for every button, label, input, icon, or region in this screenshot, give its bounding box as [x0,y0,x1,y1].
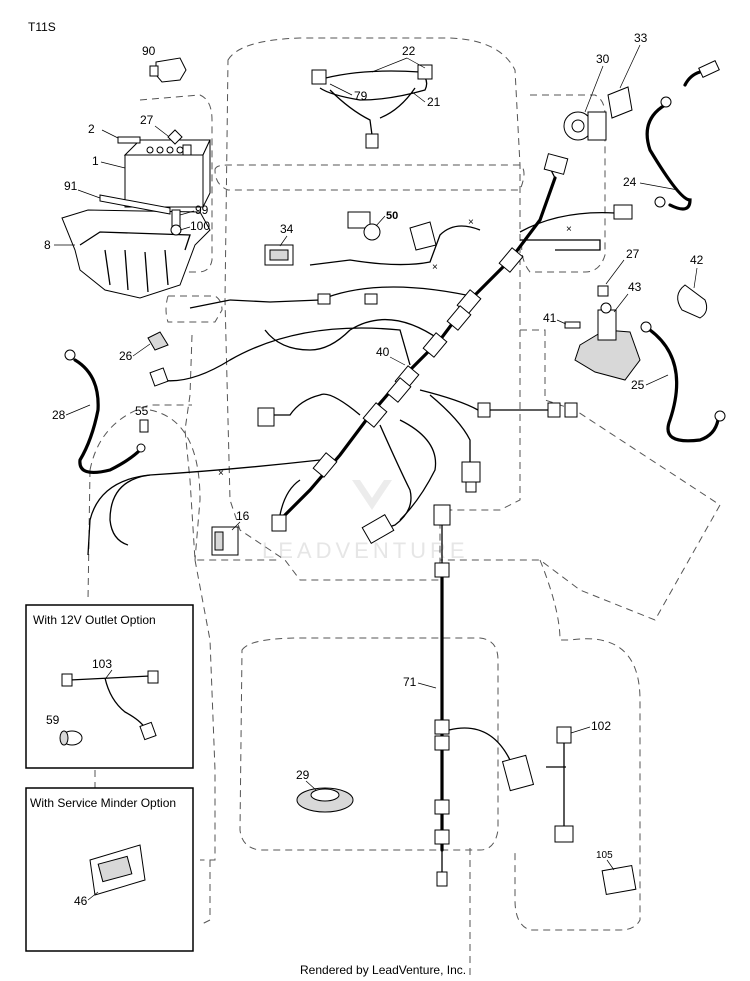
main-harness-40: × × × × [87,153,633,556]
headlight-harness [311,64,433,149]
svg-text:×: × [468,217,474,228]
watermark-text: LEADVENTURE [262,538,469,563]
harness-102 [546,726,574,843]
callout-30: 30 [596,52,610,66]
callout-43: 43 [628,280,642,294]
switch-105 [601,864,637,896]
callout-99: 99 [195,203,209,217]
wire-ties: × × × × [218,217,572,479]
callout-40: 40 [376,345,390,359]
callout-91: 91 [64,179,78,193]
part-29 [296,787,354,813]
callout-90: 90 [142,44,156,58]
callout-2: 2 [88,122,95,136]
callout-100: 100 [190,219,210,233]
callouts: 90 2 27 1 91 99 100 8 22 79 21 30 33 24 … [44,31,704,871]
callout-27: 27 [140,113,154,127]
callout-25: 25 [631,378,645,392]
callout-16: 16 [236,509,250,523]
harness-71 [433,504,535,887]
svg-text:×: × [218,468,224,479]
bolt-55 [139,419,149,433]
relay-16 [211,526,239,556]
solenoid-43 [564,285,641,381]
boot-42 [677,284,708,319]
callout-102: 102 [591,719,611,733]
callout-42: 42 [690,253,704,267]
inset-12v-outlet: With 12V Outlet Option 103 59 [25,604,194,769]
callout-50: 50 [386,210,398,222]
callout-28: 28 [52,408,66,422]
switch-50 [347,211,437,251]
switch-34 [264,244,294,266]
callout-46: 46 [74,894,88,908]
callout-24: 24 [623,175,637,189]
battery-cable-25 [640,321,726,443]
svg-text:×: × [566,224,572,235]
inset-service-title: With Service Minder Option [30,796,176,810]
callout-22: 22 [402,44,416,58]
page-code: T11S [28,20,56,34]
svg-text:×: × [432,262,438,273]
callout-103: 103 [92,657,112,671]
ground-cable-24 [645,60,720,211]
callout-105: 105 [596,850,613,861]
callout-8: 8 [44,238,51,252]
callout-26: 26 [119,349,133,363]
callout-1: 1 [92,154,99,168]
callout-41: 41 [543,311,557,325]
battery-assembly [61,57,211,299]
callout-59: 59 [46,713,60,727]
callout-29: 29 [296,768,310,782]
fuse-26 [147,331,169,351]
callout-33: 33 [634,31,648,45]
callout-21: 21 [427,95,441,109]
callout-27-solenoid: 27 [626,247,640,261]
ignition-switch [563,86,633,141]
harness-sleeves [312,247,524,478]
footer-credit: Rendered by LeadVenture, Inc. [300,963,466,977]
callout-79: 79 [354,89,368,103]
inset-service-minder: With Service Minder Option 46 [25,787,194,952]
callout-71: 71 [403,675,417,689]
callout-34: 34 [280,222,294,236]
inset-12v-title: With 12V Outlet Option [33,613,156,627]
watermark: LEADVENTURE [262,480,469,563]
callout-55: 55 [135,404,149,418]
battery-cable-28 [64,349,146,474]
